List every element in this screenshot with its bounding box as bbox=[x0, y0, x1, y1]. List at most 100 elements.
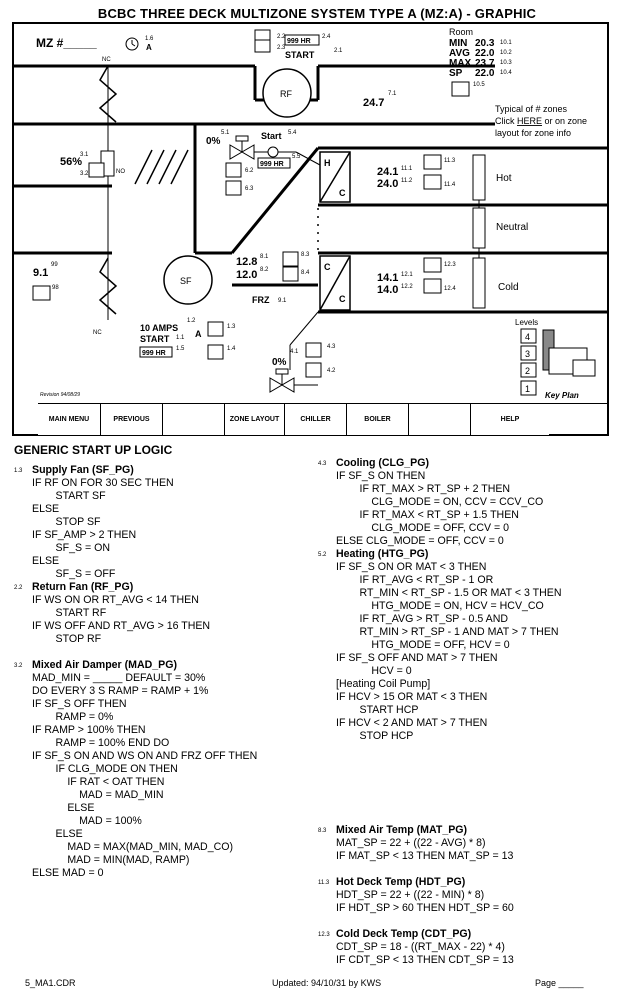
logic-line: IF RT_MAX < RT_SP + 1.5 THEN bbox=[336, 509, 519, 521]
logic-line: MAT_SP = 22 + ((22 - AVG) * 8) bbox=[336, 837, 486, 849]
trend-icon[interactable] bbox=[282, 251, 299, 267]
previous-button[interactable]: PREVIOUS bbox=[101, 404, 163, 435]
level-4[interactable]: 4 bbox=[525, 332, 530, 342]
section-ref: 12.3 bbox=[318, 932, 330, 938]
trend-icon[interactable] bbox=[423, 257, 442, 273]
boiler-button[interactable]: BOILER bbox=[347, 404, 409, 435]
trend-icon[interactable] bbox=[254, 39, 271, 53]
section-title: Hot Deck Temp (HDT_PG) bbox=[336, 876, 466, 888]
zone-layout-button[interactable]: ZONE LAYOUT bbox=[225, 404, 285, 435]
logic-line: STOP SF bbox=[32, 516, 101, 528]
return-fan[interactable] bbox=[262, 68, 312, 118]
logic-line: ELSE bbox=[32, 802, 95, 814]
logic-line: RAMP = 100% END DO bbox=[32, 737, 170, 749]
hcv-pct: 0% bbox=[206, 136, 221, 147]
svg-text:99: 99 bbox=[51, 262, 58, 268]
cooling-valve[interactable] bbox=[269, 368, 318, 393]
trend-icons[interactable] bbox=[32, 29, 470, 378]
return-temp: 24.7 bbox=[363, 97, 384, 109]
level-3[interactable]: 3 bbox=[525, 349, 530, 359]
svg-text:10.4: 10.4 bbox=[500, 70, 512, 76]
chiller-button[interactable]: CHILLER bbox=[285, 404, 347, 435]
room-label: Room bbox=[449, 27, 473, 37]
logic-line: ELSE bbox=[32, 555, 60, 567]
trend-icon[interactable] bbox=[207, 321, 224, 337]
svg-text:MIN: MIN bbox=[449, 38, 467, 49]
svg-text:A: A bbox=[195, 329, 202, 339]
footer-updated: Updated: 94/10/31 by KWS bbox=[272, 978, 382, 988]
level-2[interactable]: 2 bbox=[525, 366, 530, 376]
svg-text:11.2: 11.2 bbox=[401, 178, 413, 184]
svg-text:4.3: 4.3 bbox=[327, 344, 336, 350]
logic-line: RAMP = 0% bbox=[32, 711, 114, 723]
logic-line: IF WS OFF AND RT_AVG > 16 THEN bbox=[32, 620, 211, 632]
logic-line: MAD = MAD_MIN bbox=[32, 789, 164, 801]
room-readouts: MIN 20.3 10.1 AVG 22.0 10.2 MAX 23.7 10.… bbox=[449, 38, 512, 88]
svg-text:11.3: 11.3 bbox=[444, 158, 456, 164]
logic-line: IF HCV > 15 OR MAT < 3 THEN bbox=[336, 691, 488, 703]
logic-line: STOP RF bbox=[32, 633, 102, 645]
trend-icon[interactable] bbox=[305, 362, 322, 378]
level-1[interactable]: 1 bbox=[525, 384, 530, 394]
footer-file: 5_MA1.CDR bbox=[25, 978, 76, 988]
mat-sp: 12.0 bbox=[236, 269, 257, 281]
supply-fan[interactable] bbox=[163, 255, 213, 305]
zones-note-2: Click HERE or on zone bbox=[495, 116, 587, 126]
blank-button-2[interactable] bbox=[409, 404, 471, 435]
trend-icon[interactable] bbox=[32, 285, 51, 301]
key-plan[interactable] bbox=[520, 328, 596, 396]
logic-line bbox=[318, 863, 514, 876]
svg-text:12.4: 12.4 bbox=[444, 286, 456, 292]
zone-box-cold[interactable] bbox=[472, 257, 486, 309]
hcp-start: Start bbox=[261, 131, 282, 141]
logic-line bbox=[318, 915, 514, 928]
zone-box-neutral[interactable] bbox=[472, 207, 486, 249]
trend-icon[interactable] bbox=[282, 266, 299, 282]
hot-deck-temp: 24.1 bbox=[377, 166, 398, 178]
svg-text:3.2: 3.2 bbox=[80, 171, 89, 177]
zone-hot-label[interactable]: Hot bbox=[496, 173, 512, 184]
pump-runtime-box bbox=[257, 157, 291, 169]
here-link[interactable]: HERE bbox=[517, 116, 542, 126]
trend-icon[interactable] bbox=[423, 278, 442, 294]
trend-icon[interactable] bbox=[451, 81, 470, 97]
zone-cold-label[interactable]: Cold bbox=[498, 282, 519, 293]
nc-bottom: NC bbox=[93, 330, 102, 336]
trend-icon[interactable] bbox=[423, 154, 442, 170]
svg-text:1.2: 1.2 bbox=[187, 318, 196, 324]
trend-icon[interactable] bbox=[305, 342, 322, 358]
heating-coil-c: C bbox=[339, 188, 346, 198]
blank-button-1[interactable] bbox=[163, 404, 225, 435]
zone-box-hot[interactable] bbox=[472, 154, 486, 201]
heating-valve[interactable] bbox=[229, 135, 296, 160]
logic-line: CLG_MODE = ON, CCV = CCV_CO bbox=[336, 496, 544, 508]
mat-temp: 12.8 bbox=[236, 256, 257, 268]
clock-a: A bbox=[146, 43, 152, 52]
mz-label: MZ #_____ bbox=[36, 36, 97, 50]
trend-icon[interactable] bbox=[225, 180, 242, 196]
logic-line: IF SF_S OFF THEN bbox=[32, 698, 127, 710]
logic-line: MAD = MAX(MAD_MIN, MAD_CO) bbox=[32, 841, 234, 853]
trend-icon[interactable] bbox=[207, 344, 224, 360]
help-button[interactable]: HELP bbox=[471, 404, 549, 435]
rf-start: START bbox=[285, 50, 315, 60]
main-menu-button[interactable]: MAIN MENU bbox=[38, 404, 101, 435]
logic-line: IF HDT_SP > 60 THEN HDT_SP = 60 bbox=[336, 902, 514, 914]
rf-ref2: 2.3 bbox=[277, 45, 286, 51]
logic-line: [Heating Coil Pump] bbox=[336, 678, 431, 690]
levels-label: Levels bbox=[515, 318, 538, 327]
logic-line: IF WS ON OR RT_AVG < 14 THEN bbox=[32, 594, 199, 606]
svg-text:AVG: AVG bbox=[449, 48, 470, 59]
svg-text:8.3: 8.3 bbox=[301, 252, 310, 258]
logic-line: RT_MIN < RT_SP - 1.5 OR MAT < 3 THEN bbox=[336, 587, 562, 599]
logic-line: IF RAMP > 100% THEN bbox=[32, 724, 146, 736]
trend-icon[interactable] bbox=[225, 162, 242, 178]
svg-text:6.3: 6.3 bbox=[245, 186, 254, 192]
svg-text:10.5: 10.5 bbox=[473, 82, 485, 88]
trend-icon[interactable] bbox=[88, 162, 105, 178]
zone-neutral-label[interactable]: Neutral bbox=[496, 222, 528, 233]
trend-icon[interactable] bbox=[423, 174, 442, 190]
